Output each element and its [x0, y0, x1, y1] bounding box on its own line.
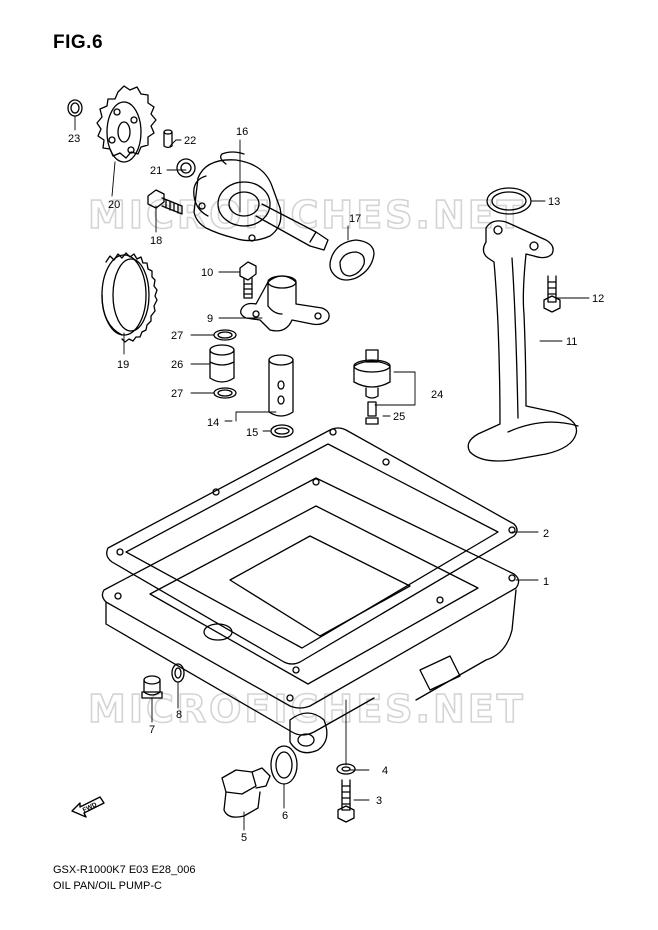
part-1-oil-pan — [101, 477, 520, 754]
watermark-top: MICROFICHES.NET — [88, 193, 526, 237]
callout-21: 21 — [150, 165, 162, 177]
callout-17: 17 — [349, 213, 361, 225]
fwd-label: FWD — [82, 801, 99, 814]
part-24-oil-pressure-switch — [353, 349, 391, 399]
callout-22: 22 — [184, 135, 196, 147]
callout-1: 1 — [543, 576, 549, 588]
callout-11: 11 — [566, 336, 577, 348]
leader-lines — [74, 115, 590, 831]
part-6-gasket — [270, 745, 298, 785]
callout-6: 6 — [282, 810, 288, 822]
part-12-bolt — [543, 275, 561, 313]
callout-8: 8 — [176, 709, 182, 721]
part-27-o-ring-upper — [213, 329, 237, 341]
part-22-pin — [163, 129, 173, 149]
part-11-oil-strainer — [467, 220, 579, 462]
callout-3: 3 — [376, 795, 382, 807]
callout-26: 26 — [171, 359, 183, 371]
part-20-pump-sprocket — [96, 85, 157, 163]
part-2-gasket — [106, 427, 518, 674]
part-9-holder — [240, 275, 330, 332]
callout-2: 2 — [543, 528, 549, 540]
part-5-drain-plug — [221, 767, 271, 818]
forward-arrow-icon: FWD — [71, 796, 105, 818]
callout-14: 14 — [207, 417, 219, 429]
part-7-plug — [141, 675, 163, 699]
part-16-oil-pump — [193, 151, 329, 251]
callout-5: 5 — [241, 832, 247, 844]
figure-caption: OIL PAN/OIL PUMP-C — [53, 880, 163, 892]
callout-20: 20 — [108, 199, 120, 211]
callout-19: 19 — [117, 359, 129, 371]
part-3-bolt — [337, 779, 355, 823]
callout-23: 23 — [68, 133, 80, 145]
part-25-screw — [365, 401, 379, 425]
callout-27-lower: 27 — [171, 388, 183, 400]
part-8-washer — [171, 663, 185, 683]
part-26-collar — [209, 344, 235, 383]
callout-labels: 1 2 3 4 5 6 7 8 9 10 11 12 13 14 15 16 1… — [68, 126, 604, 844]
part-18-bolt — [147, 189, 183, 215]
part-21-washer — [176, 158, 196, 178]
part-4-washer — [336, 763, 356, 775]
watermark-bottom: MICROFICHES.NET — [88, 687, 526, 731]
part-14-pipe — [268, 354, 294, 417]
callout-25: 25 — [393, 411, 405, 423]
part-19-gear — [101, 252, 158, 343]
callout-9: 9 — [207, 313, 213, 325]
model-code: GSX-R1000K7 E03 E28_006 — [53, 864, 196, 876]
part-15-o-ring — [270, 424, 294, 438]
part-23-o-ring — [67, 99, 83, 117]
callout-12: 12 — [592, 293, 604, 305]
callout-10: 10 — [201, 267, 213, 279]
part-10-bolt — [239, 261, 257, 299]
callout-16: 16 — [236, 126, 248, 138]
callout-18: 18 — [150, 235, 162, 247]
callout-15: 15 — [246, 427, 258, 439]
callout-4: 4 — [382, 765, 388, 777]
callout-24: 24 — [431, 389, 443, 401]
part-17-gasket — [329, 239, 375, 281]
figure-title: FIG.6 — [53, 32, 104, 53]
callout-13: 13 — [548, 196, 560, 208]
part-27-o-ring-lower — [213, 387, 237, 399]
callout-27-upper: 27 — [171, 330, 183, 342]
callout-7: 7 — [149, 724, 155, 736]
